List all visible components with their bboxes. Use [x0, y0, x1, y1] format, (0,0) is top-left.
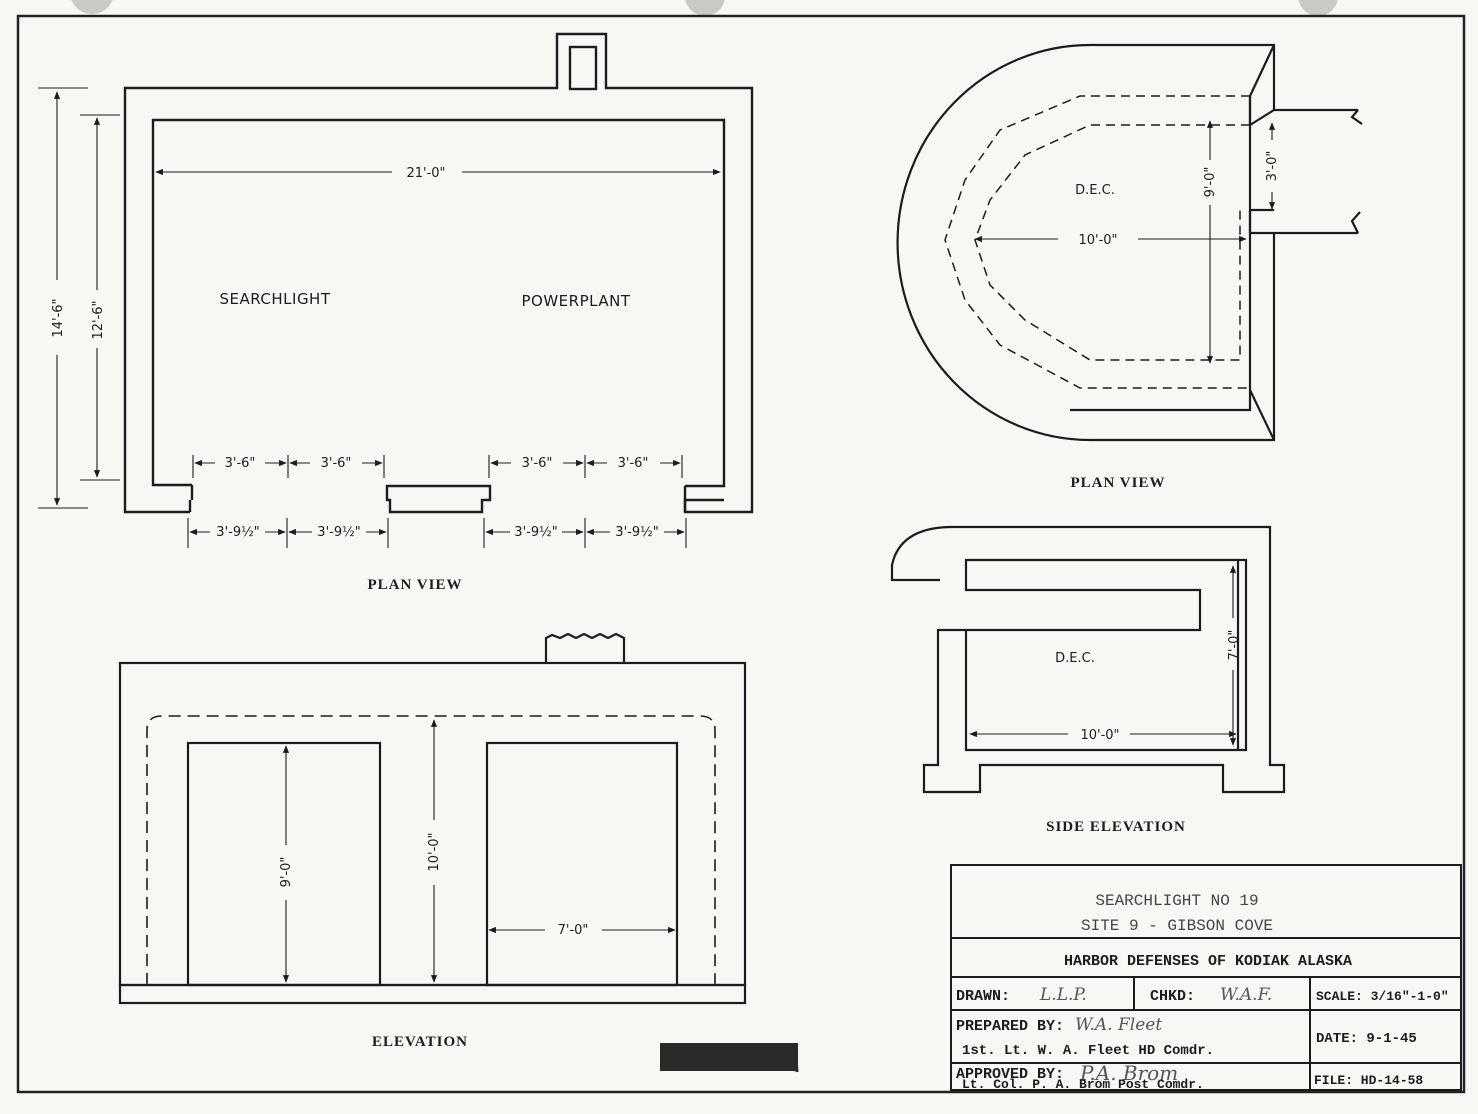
dim-outer-height: 14'-6"	[51, 298, 66, 337]
dim-door-outer: 3'-9½"	[615, 525, 658, 540]
chimney-flue	[568, 45, 598, 91]
dim-door-height: 9'-0"	[279, 857, 294, 888]
plan-outer-wall	[123, 32, 754, 514]
plan-inner-wall	[151, 118, 726, 488]
title-line-1: SEARCHLIGHT NO 19	[1095, 892, 1258, 910]
approved-name: Lt. Col. P. A. Brom Post Comdr.	[962, 1077, 1204, 1092]
room-label-powerplant: POWERPLANT	[522, 292, 631, 310]
plan-left-labels: 14'-6" 12'-6" 21'-0" SEARCHLIGHT POWERPL…	[51, 166, 659, 593]
dec-label-side: D.E.C.	[1055, 651, 1095, 666]
dec-label: D.E.C.	[1075, 183, 1115, 198]
dim-dec-depth: 10'-0"	[1078, 233, 1117, 248]
org-name: HARBOR DEFENSES OF KODIAK ALASKA	[1064, 953, 1352, 970]
side-elevation-labels: D.E.C. 7'-0" 10'-0" SIDE ELEVATION	[1046, 630, 1242, 835]
side-elevation-dimensions	[969, 565, 1237, 746]
date-value: DATE: 9-1-45	[1316, 1031, 1417, 1047]
dim-overall-height: 10'-0"	[427, 832, 442, 871]
plan-view-left	[123, 32, 754, 514]
redaction-mark	[660, 1043, 798, 1071]
side-elevation	[890, 525, 1286, 794]
dim-door-inner: 3'-6"	[321, 456, 352, 471]
side-elevation-outline	[890, 525, 1286, 794]
dec-inner-wall	[1090, 96, 1252, 412]
dim-side-length: 10'-0"	[1080, 728, 1119, 743]
dim-side-height: 7'-0"	[1227, 630, 1242, 661]
elevation-dimensions	[282, 719, 676, 983]
dim-inner-height: 12'-6"	[91, 300, 106, 339]
plan-right-dimensions	[974, 120, 1276, 364]
plan-view-right-hidden	[944, 95, 1250, 389]
dim-width: 21'-0"	[406, 166, 445, 181]
dim-door-outer: 3'-9½"	[317, 525, 360, 540]
elevation-door-left	[186, 741, 382, 987]
dec-outer-wall	[896, 43, 1276, 442]
checked-signature: W.A.F.	[1220, 985, 1272, 1005]
elevation-outline	[118, 661, 747, 987]
prepared-signature: W.A. Fleet	[1075, 1015, 1162, 1035]
prepared-label: PREPARED BY:	[956, 1018, 1064, 1035]
dim-door-outer: 3'-9½"	[514, 525, 557, 540]
dim-door-inner: 3'-6"	[618, 456, 649, 471]
dim-door-inner: 3'-6"	[225, 456, 256, 471]
approved-label: APPROVED BY:	[956, 1066, 1064, 1083]
plan-right-labels: D.E.C. 10'-0" 9'-0" 3'-0" PLAN VIEW	[1071, 151, 1281, 491]
elevation-door-right	[485, 741, 679, 987]
chimney-stub	[544, 632, 626, 663]
drawn-label: DRAWN:	[956, 988, 1010, 1005]
dim-door-inner: 3'-6"	[522, 456, 553, 471]
drawn-signature: L.L.P.	[1039, 985, 1087, 1005]
title-line-2: SITE 9 - GIBSON COVE	[1081, 917, 1273, 935]
elevation-base	[118, 983, 747, 1005]
punch-hole	[685, 0, 725, 16]
dim-dec-opening: 3'-0"	[1265, 151, 1280, 182]
checked-label: CHKD:	[1150, 988, 1195, 1005]
file-value: FILE: HD-14-58	[1314, 1073, 1423, 1088]
caption-plan-view-left: PLAN VIEW	[368, 577, 463, 593]
elevation-labels: 9'-0" 10'-0" 7'-0" ELEVATION	[279, 832, 588, 1050]
punch-hole	[1298, 0, 1338, 16]
caption-plan-view-right: PLAN VIEW	[1071, 475, 1166, 491]
sheet-border	[16, 14, 1466, 1094]
dim-door-outer: 3'-9½"	[216, 525, 259, 540]
scale-value: SCALE: 3/16"-1-0"	[1316, 989, 1449, 1004]
title-block-text: SEARCHLIGHT NO 19 SITE 9 - GIBSON COVE H…	[956, 892, 1449, 1092]
caption-elevation: ELEVATION	[372, 1034, 468, 1050]
prepared-name: 1st. Lt. W. A. Fleet HD Comdr.	[962, 1043, 1214, 1059]
room-label-searchlight: SEARCHLIGHT	[219, 290, 330, 308]
title-block	[950, 864, 1462, 1091]
caption-side-elevation: SIDE ELEVATION	[1046, 819, 1186, 835]
plan-left-dimensions	[38, 87, 721, 548]
dim-door-width: 7'-0"	[558, 923, 589, 938]
elevation	[118, 632, 747, 1005]
dim-dec-width: 9'-0"	[1203, 167, 1218, 198]
punch-hole	[71, 0, 113, 14]
plan-center-pier	[385, 484, 492, 514]
plan-view-right	[896, 43, 1363, 442]
approved-signature: P.A. Brom	[1079, 1061, 1178, 1085]
